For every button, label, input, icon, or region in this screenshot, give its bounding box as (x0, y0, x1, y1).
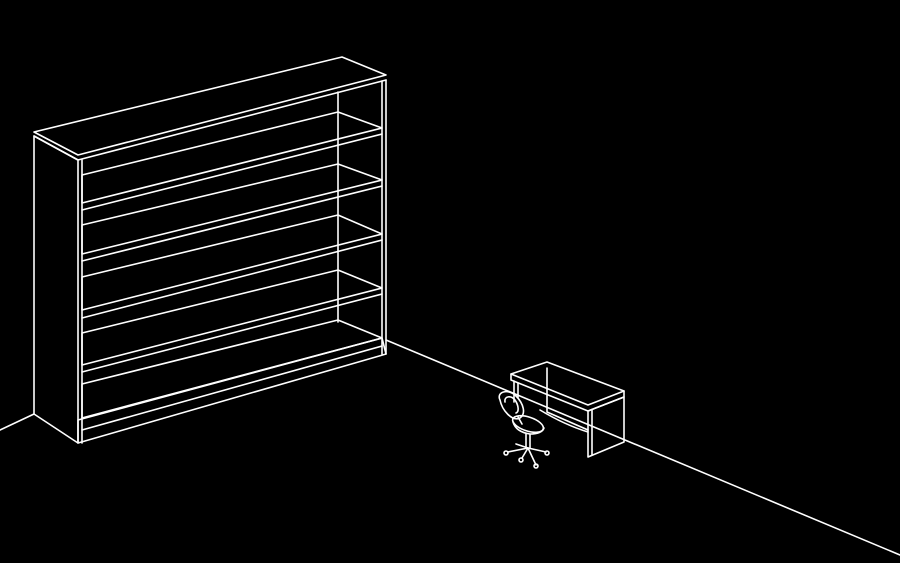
chair-leg-1 (507, 447, 529, 453)
bookshelf (33, 56, 387, 444)
desk-pedestal (587, 396, 625, 458)
shelf-2 (81, 163, 383, 255)
chair-caster-3 (544, 450, 550, 456)
bookshelf-top-front-edge-2 (77, 79, 387, 161)
floor-line-left (0, 413, 35, 431)
chair-caster-2 (533, 463, 539, 469)
shelf-5 (81, 319, 383, 419)
desk-knee-space (539, 409, 589, 433)
chair-caster-4 (518, 457, 524, 463)
shelf-1 (81, 111, 383, 204)
bookshelf-top (33, 56, 387, 156)
bookshelf-left-side (33, 135, 79, 444)
shelf-3-lip (81, 239, 383, 319)
shelf-1-lip (81, 133, 383, 211)
chair-caster-1 (503, 450, 509, 456)
chair-back-support (517, 416, 523, 425)
shelf-3 (81, 214, 383, 311)
shelf-4 (81, 269, 383, 366)
floor-lines (0, 339, 900, 556)
desk-front-edge (510, 373, 625, 412)
office-chair (498, 390, 550, 469)
chair-backrest-inner (504, 396, 519, 414)
desk (510, 361, 625, 458)
chair-leg-2 (527, 447, 537, 466)
chair-leg-3 (527, 447, 547, 453)
chair-star-base (503, 443, 550, 469)
shelf-2-lip (81, 185, 383, 262)
shelf-4-lip (81, 293, 383, 373)
chair-leg-4 (521, 447, 529, 459)
desk-back-panel (546, 367, 589, 431)
chair-leg-5 (515, 443, 529, 449)
floor-line-right (385, 339, 900, 556)
bookshelf-shelves (81, 111, 383, 419)
bookshelf-base-inner (81, 345, 383, 431)
chair-backrest (498, 390, 525, 420)
